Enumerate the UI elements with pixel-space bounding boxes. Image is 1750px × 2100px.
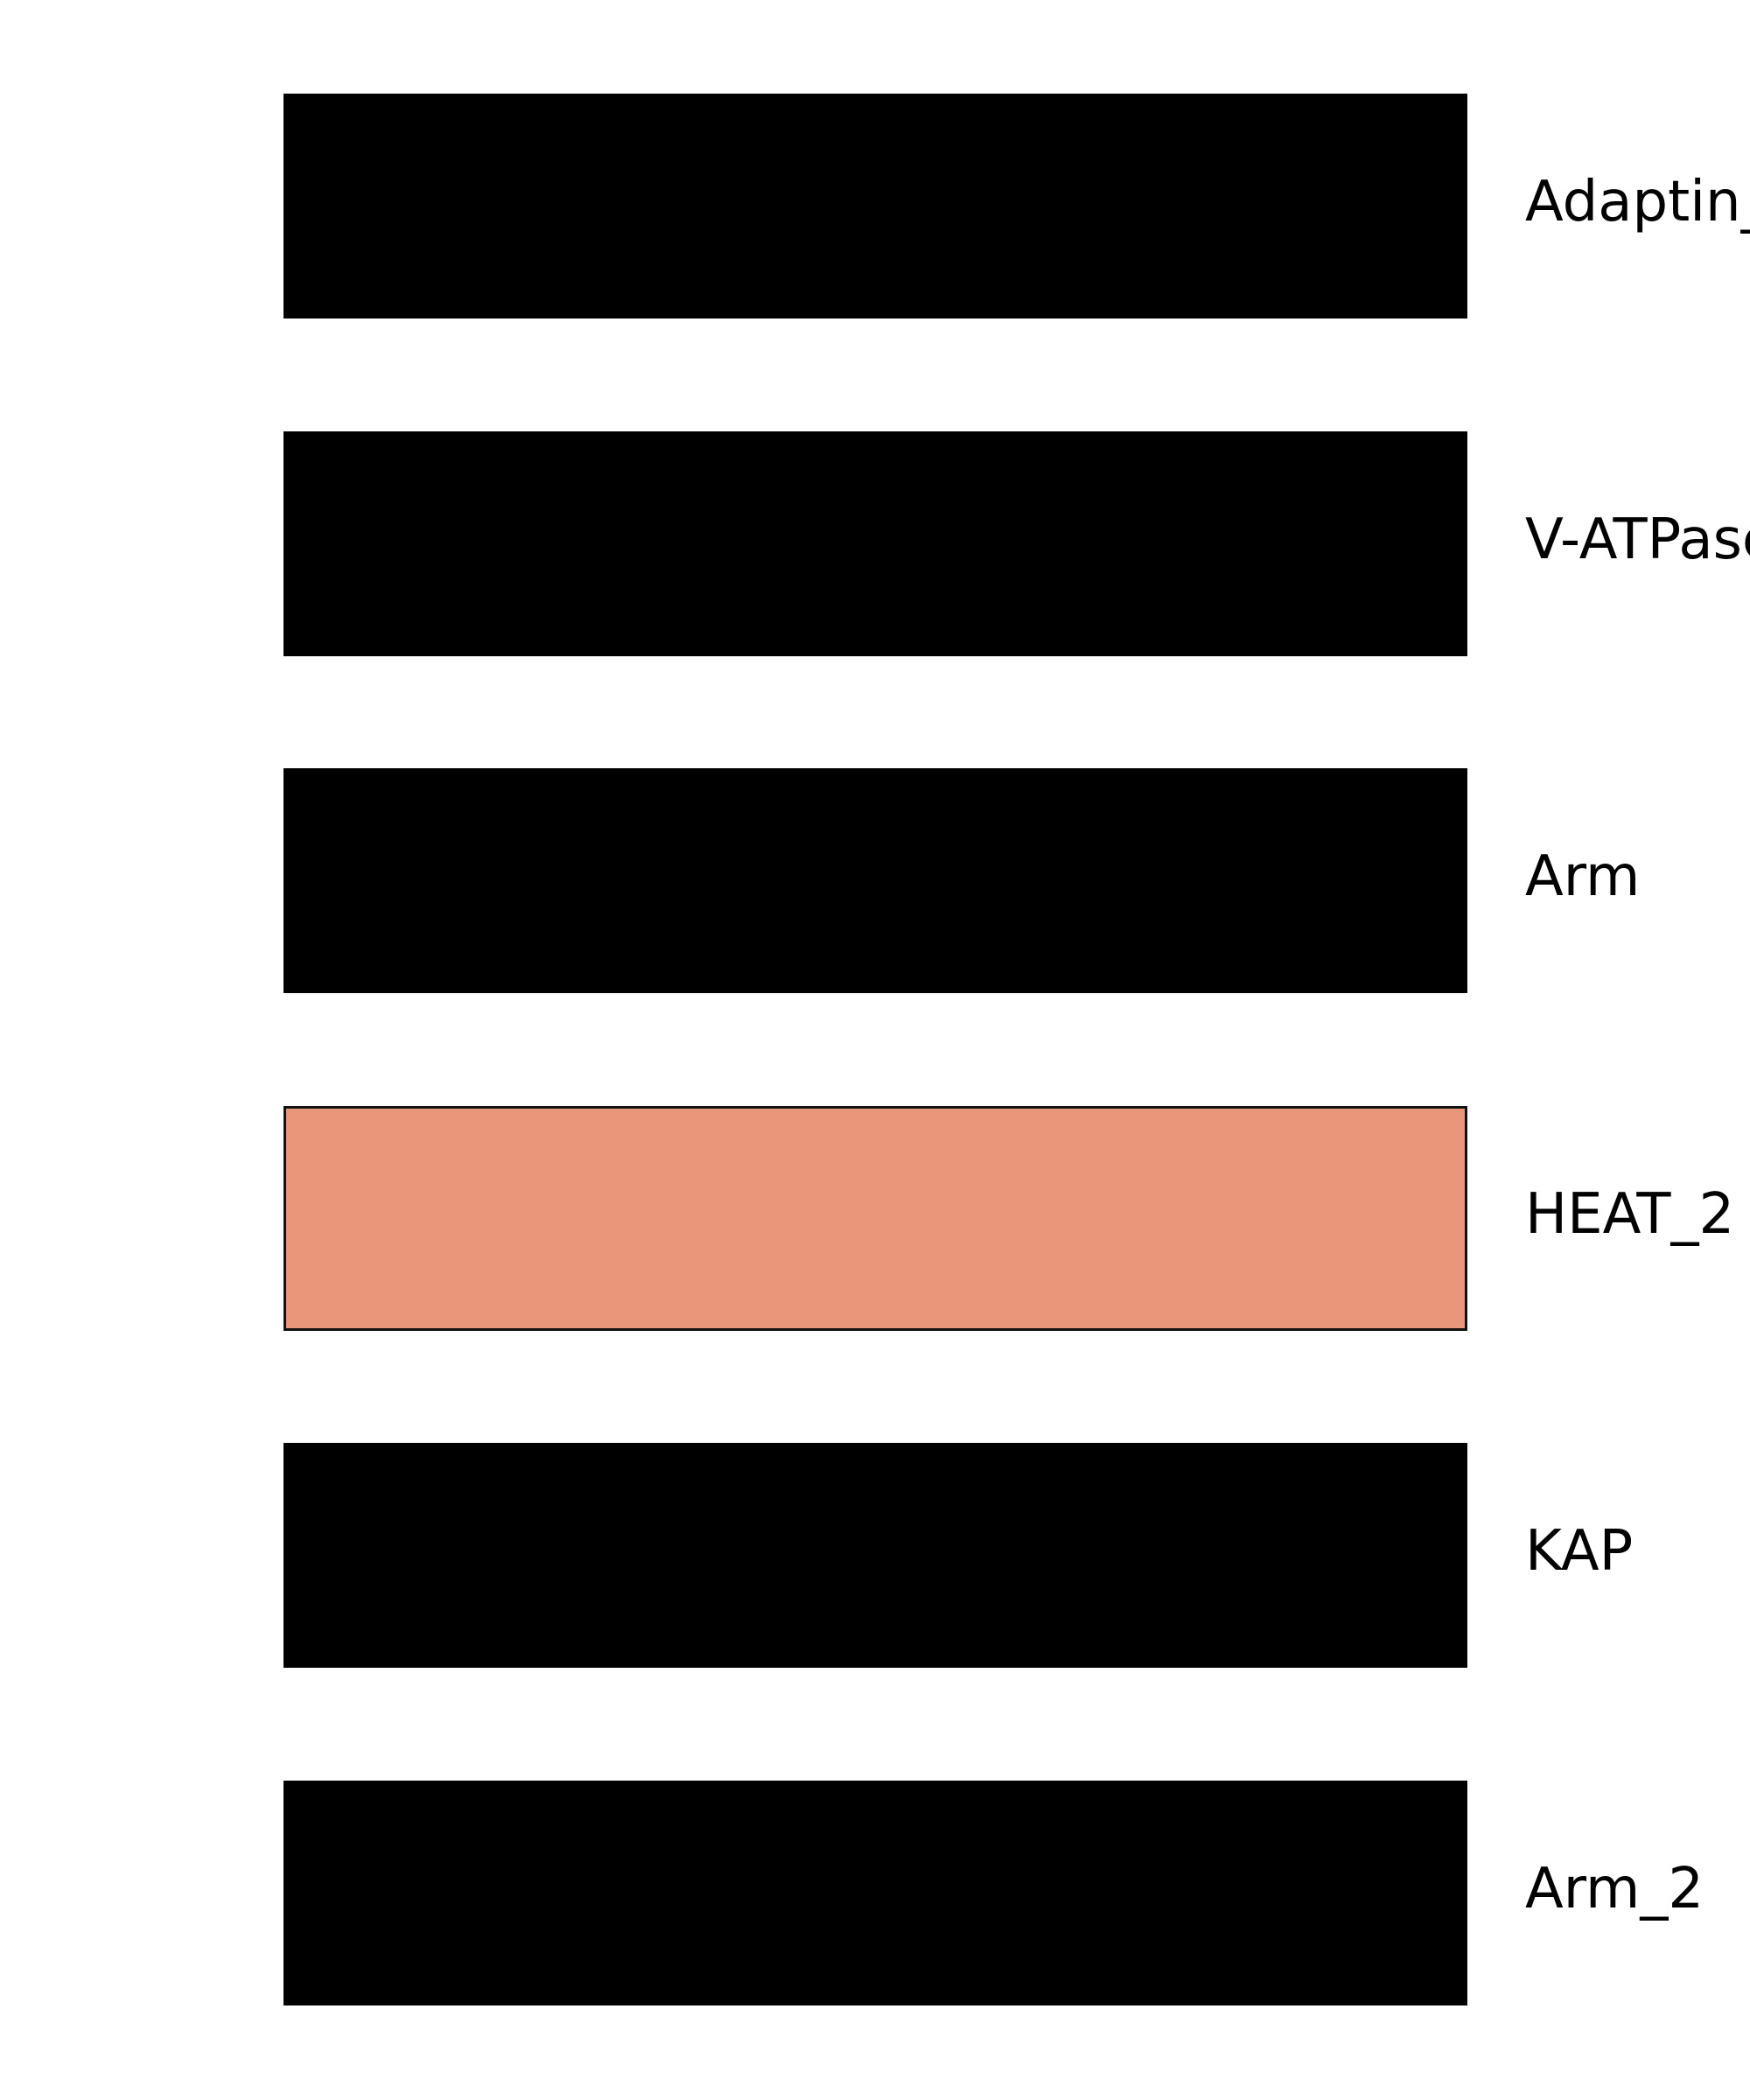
domain-label: Arm [1525,844,1641,910]
domain-bar-adaptin-n [284,94,1467,318]
domain-bar-v-atpase [284,430,1467,656]
domain-bar-arm [284,768,1467,994]
domain-label: Adaptin_N [1525,170,1750,234]
domain-label: KAP [1525,1519,1634,1585]
domain-bar-arm-2 [284,1781,1467,2006]
domain-bar-kap [284,1443,1467,1669]
domain-label: Arm_2 [1525,1857,1704,1922]
domain-label: HEAT_2 [1525,1181,1735,1247]
domain-label: V-ATPase [1525,507,1750,572]
domain-bar-heat-2 [284,1105,1467,1331]
